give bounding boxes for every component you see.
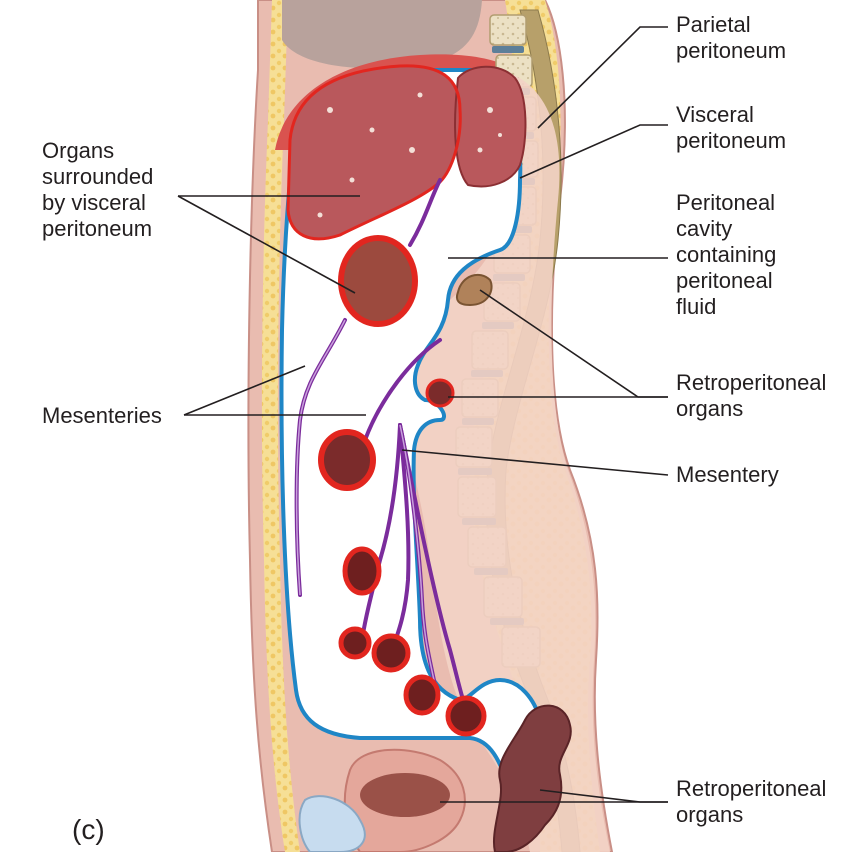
pubic-bone xyxy=(298,795,366,852)
mesentery-highlights xyxy=(295,319,437,691)
retroperitoneal-space xyxy=(407,70,610,852)
fat-layer-front xyxy=(261,0,300,852)
label-mesenteries: Mesenteries xyxy=(42,403,162,428)
bladder-inner xyxy=(360,773,450,817)
intestine-2 xyxy=(338,626,372,660)
leader-lines xyxy=(177,26,669,803)
rectum xyxy=(493,704,572,852)
stomach xyxy=(338,235,418,327)
intestine-5 xyxy=(445,695,487,737)
liver-right xyxy=(454,65,527,188)
transverse-colon xyxy=(318,429,376,491)
intestine-3 xyxy=(371,633,411,673)
intestine-4 xyxy=(403,674,441,716)
duodenum xyxy=(425,378,455,408)
lung xyxy=(282,0,482,69)
panel-label: (c) xyxy=(72,814,105,845)
peritoneal-cavity xyxy=(279,68,543,792)
intestine-1 xyxy=(342,546,382,596)
label-mesentery: Mesentery xyxy=(676,462,779,487)
